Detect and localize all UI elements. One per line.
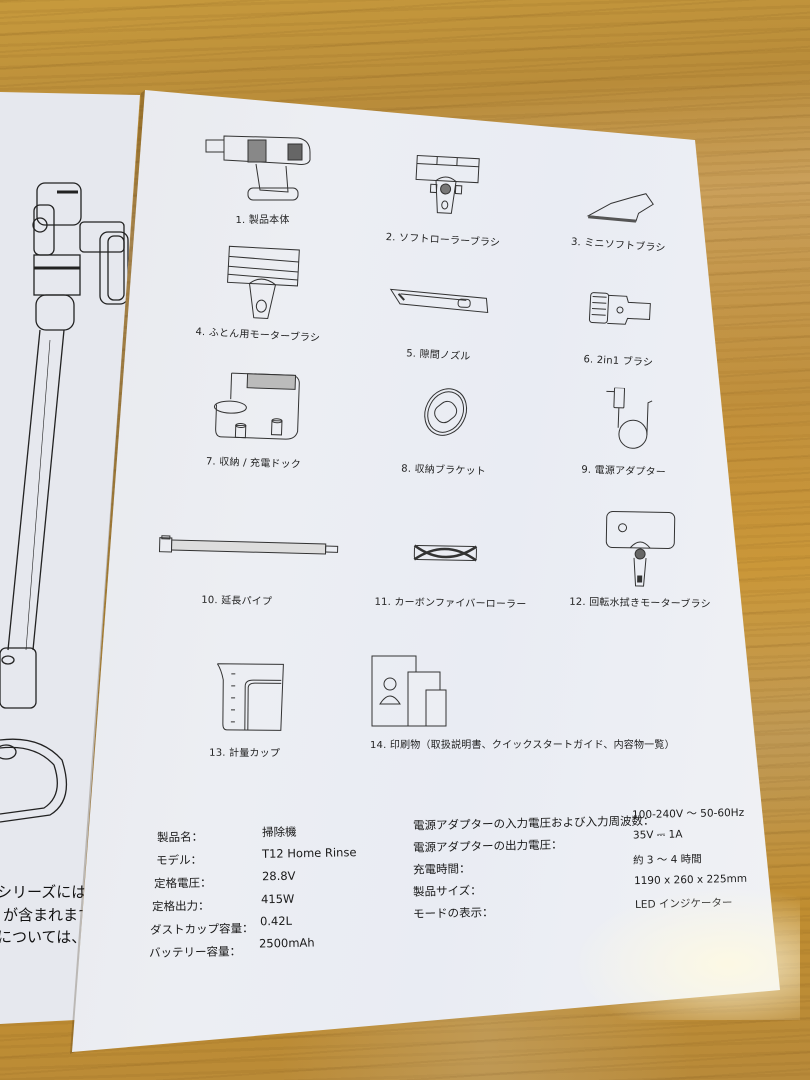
contents-item-label: 14. 印刷物（取扱説明書、クイックスタートガイド、内容物一覧） — [370, 740, 675, 751]
spec-label: 充電時間： — [412, 861, 471, 877]
contents-item-11: 11. カーボンファイバーローラー — [374, 541, 527, 611]
contents-item-label: 4. ふとん用モーターブラシ — [195, 326, 321, 345]
contents-item-12: 12. 回転水拭きモーターブラシ — [569, 509, 711, 610]
spec-label: 定格電圧： — [153, 875, 212, 891]
wall-bracket-icon — [424, 388, 468, 436]
spec-value: 掃除機 — [261, 824, 297, 840]
extension-pipe-icon — [158, 535, 338, 555]
contents-item-1: 1. 製品本体 — [195, 130, 330, 226]
spec-value: 2500mAh — [258, 935, 315, 951]
spec-label: モデル： — [155, 852, 203, 868]
mini-soft-brush-icon — [586, 193, 654, 223]
spec-label: モードの表示： — [412, 905, 494, 921]
left-page-text-line-2: が含まれます。 — [3, 906, 107, 924]
contents-item-13: 13. 計量カップ — [190, 660, 301, 760]
contents-item-9: 9. 電源アダプター — [573, 386, 676, 478]
measuring-cup-icon — [216, 663, 284, 731]
spec-value: 0.42L — [259, 913, 293, 929]
contents-item-label: 5. 隙間ノズル — [405, 348, 471, 363]
contents-item-label: 10. 延長パイプ — [201, 594, 273, 608]
contents-item-8: 8. 収納ブラケット — [393, 383, 496, 477]
spec-value: 35V ⎓ 1A — [632, 828, 683, 842]
contents-item-label: 9. 電源アダプター — [581, 464, 667, 479]
crevice-nozzle-icon — [389, 288, 489, 314]
contents-item-label: 2. ソフトローラーブラシ — [385, 231, 501, 249]
contents-item-6: 6. 2in1 ブラシ — [568, 287, 672, 369]
contents-item-label: 8. 収納ブラケット — [401, 463, 487, 478]
vacuum-handheld-body-icon — [205, 135, 310, 201]
contents-item-10: 10. 延長パイプ — [149, 533, 346, 609]
contents-item-14: 14. 印刷物（取扱説明書、クイックスタートガイド、内容物一覧） — [370, 654, 675, 751]
contents-item-label: 6. 2in1 ブラシ — [583, 354, 654, 369]
spec-label: 製品名： — [156, 829, 204, 845]
spec-label: バッテリー容量： — [148, 944, 242, 960]
rotating-mop-brush-icon — [605, 511, 676, 587]
light-glare — [560, 880, 800, 1020]
spec-value: 100-240V ～ 50-60Hz — [631, 806, 745, 822]
spec-label: ダストカップ容量： — [149, 921, 254, 937]
printed-documents-icon — [371, 655, 447, 727]
contents-item-2: 2. ソフトローラーブラシ — [378, 152, 513, 250]
power-adapter-icon — [606, 387, 653, 449]
contents-item-7: 7. 収納 / 充電ドック — [188, 368, 321, 471]
contents-item-label: 13. 計量カップ — [209, 747, 281, 760]
carbon-fiber-roller-icon — [413, 544, 478, 562]
contents-item-label: 1. 製品本体 — [235, 215, 290, 226]
left-page-text-line-3: については、 — [0, 928, 87, 946]
futon-motor-brush-icon — [227, 245, 300, 319]
contents-item-label: 12. 回転水拭きモーターブラシ — [569, 596, 711, 611]
left-page-text-line-1: シリーズには — [0, 883, 87, 901]
spec-label: 製品サイズ： — [412, 883, 482, 899]
contents-item-label: 11. カーボンファイバーローラー — [374, 596, 527, 611]
spec-value: 約 3 ～ 4 時間 — [632, 853, 702, 867]
spec-value: 28.8V — [261, 868, 296, 884]
contents-item-label: 3. ミニソフトブラシ — [570, 236, 666, 255]
contents-item-5: 5. 隙間ノズル — [378, 285, 502, 364]
charging-dock-icon — [213, 372, 300, 440]
contents-item-label: 7. 収納 / 充電ドック — [205, 456, 302, 471]
contents-item-4: 4. ふとん用モーターブラシ — [188, 242, 333, 344]
2in1-brush-icon — [588, 292, 651, 325]
spec-label: 電源アダプターの出力電圧： — [412, 837, 563, 855]
contents-item-3: 3. ミニソフトブラシ — [558, 186, 682, 255]
spec-label: 定格出力： — [151, 898, 210, 914]
spec-value: 415W — [260, 891, 295, 907]
soft-roller-brush-icon — [415, 154, 480, 214]
spec-value: T12 Home Rinse — [261, 845, 357, 861]
